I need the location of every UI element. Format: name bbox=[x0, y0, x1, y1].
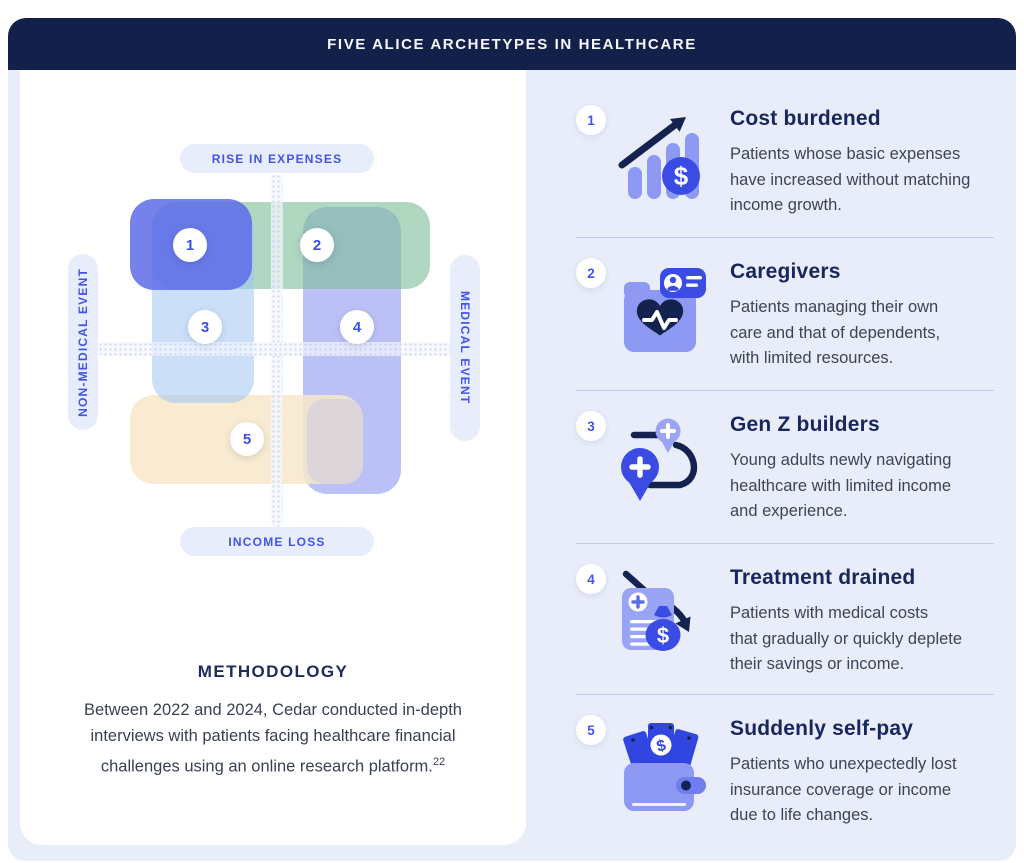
archetype-description: Patients managing their own care and tha… bbox=[730, 298, 941, 367]
horizontal-axis-line bbox=[98, 342, 452, 356]
axis-label-non-medical-event: NON-MEDICAL EVENT bbox=[68, 254, 98, 430]
medical-bill-money-drain-icon: $ bbox=[614, 568, 710, 668]
rising-chart-dollar-icon: $ bbox=[614, 109, 710, 209]
methodology-heading: METHODOLOGY bbox=[197, 662, 349, 681]
archetype-description: Patients who unexpectedly lost insurance… bbox=[730, 755, 957, 824]
archetype-item-suddenly-self-pay: 5 $ bbox=[576, 695, 994, 855]
quadrant-number-3: 3 bbox=[188, 310, 222, 344]
axis-label-left-text: NON-MEDICAL EVENT bbox=[76, 267, 90, 417]
archetype-item-treatment-drained: 4 $ bbox=[576, 544, 994, 695]
methodology-section: METHODOLOGY Between 2022 and 2024, Cedar… bbox=[36, 662, 510, 780]
item-divider bbox=[576, 543, 994, 544]
axis-label-top-text: RISE IN EXPENSES bbox=[211, 151, 343, 166]
wallet-cash-icon: $ bbox=[614, 719, 710, 819]
archetype-number-badge: 1 bbox=[576, 105, 606, 135]
archetype-title: Caregivers bbox=[730, 260, 841, 283]
quadrant-number-5: 5 bbox=[230, 422, 264, 456]
svg-text:$: $ bbox=[674, 161, 689, 191]
archetype-title: Treatment drained bbox=[730, 566, 916, 589]
archetype-item-caregivers: 2 Caregiver bbox=[576, 238, 994, 391]
page-title: FIVE ALICE ARCHETYPES IN HEALTHCARE bbox=[327, 35, 697, 53]
item-divider bbox=[576, 237, 994, 238]
archetype-title: Suddenly self-pay bbox=[730, 717, 914, 740]
archetype-number-badge: 2 bbox=[576, 258, 606, 288]
quadrant-number-1: 1 bbox=[173, 228, 207, 262]
archetype-text: Gen Z builders Young adults newly naviga… bbox=[730, 411, 994, 525]
archetype-text: Cost burdened Patients whose basic expen… bbox=[730, 105, 994, 219]
content-panel: 1 2 3 4 5 RISE IN EXPENSES INCOME LOSS N… bbox=[8, 70, 1016, 861]
archetype-description: Patients with medical costs that gradual… bbox=[730, 604, 963, 673]
archetype-description: Young adults newly navigating healthcare… bbox=[730, 451, 952, 520]
map-pins-route-icon bbox=[614, 415, 710, 515]
axis-label-bottom-text: INCOME LOSS bbox=[228, 534, 326, 549]
archetype-number-badge: 3 bbox=[576, 411, 606, 441]
archetype-list: 1 $ Cost burdened Patients w bbox=[540, 70, 1024, 861]
archetype-item-gen-z-builders: 3 Gen Z builders Young adul bbox=[576, 391, 994, 544]
health-folder-id-badge-icon bbox=[614, 262, 710, 362]
axis-label-rise-in-expenses: RISE IN EXPENSES bbox=[180, 144, 374, 173]
archetype-number-badge: 5 bbox=[576, 715, 606, 745]
axis-label-right-text: MEDICAL EVENT bbox=[458, 291, 472, 405]
svg-text:$: $ bbox=[657, 623, 669, 648]
methodology-text: Between 2022 and 2024, Cedar conducted i… bbox=[84, 701, 462, 776]
svg-text:$: $ bbox=[655, 737, 668, 756]
archetype-text: Caregivers Patients managing their own c… bbox=[730, 258, 994, 372]
item-divider bbox=[576, 694, 994, 695]
axis-label-income-loss: INCOME LOSS bbox=[180, 527, 374, 556]
quadrant-region-overlap-4-5 bbox=[307, 399, 363, 484]
archetype-number-badge: 4 bbox=[576, 564, 606, 594]
item-divider bbox=[576, 390, 994, 391]
methodology-footnote-ref: 22 bbox=[432, 756, 446, 768]
archetype-title: Cost burdened bbox=[730, 107, 881, 130]
header-bar: FIVE ALICE ARCHETYPES IN HEALTHCARE bbox=[8, 18, 1016, 70]
archetype-text: Suddenly self-pay Patients who unexpecte… bbox=[730, 715, 994, 829]
archetype-text: Treatment drained Patients with medical … bbox=[730, 564, 994, 678]
axis-label-medical-event: MEDICAL EVENT bbox=[450, 255, 480, 441]
archetype-item-cost-burdened: 1 $ Cost burdened Patients w bbox=[576, 85, 994, 237]
archetype-description: Patients whose basic expenses have incre… bbox=[730, 145, 971, 214]
archetype-title: Gen Z builders bbox=[730, 413, 880, 436]
quadrant-number-2: 2 bbox=[300, 228, 334, 262]
quadrant-card: 1 2 3 4 5 RISE IN EXPENSES INCOME LOSS N… bbox=[20, 70, 526, 845]
methodology-body: Between 2022 and 2024, Cedar conducted i… bbox=[36, 697, 510, 780]
quadrant-diagram: 1 2 3 4 5 RISE IN EXPENSES INCOME LOSS N… bbox=[20, 70, 526, 610]
quadrant-number-4: 4 bbox=[340, 310, 374, 344]
